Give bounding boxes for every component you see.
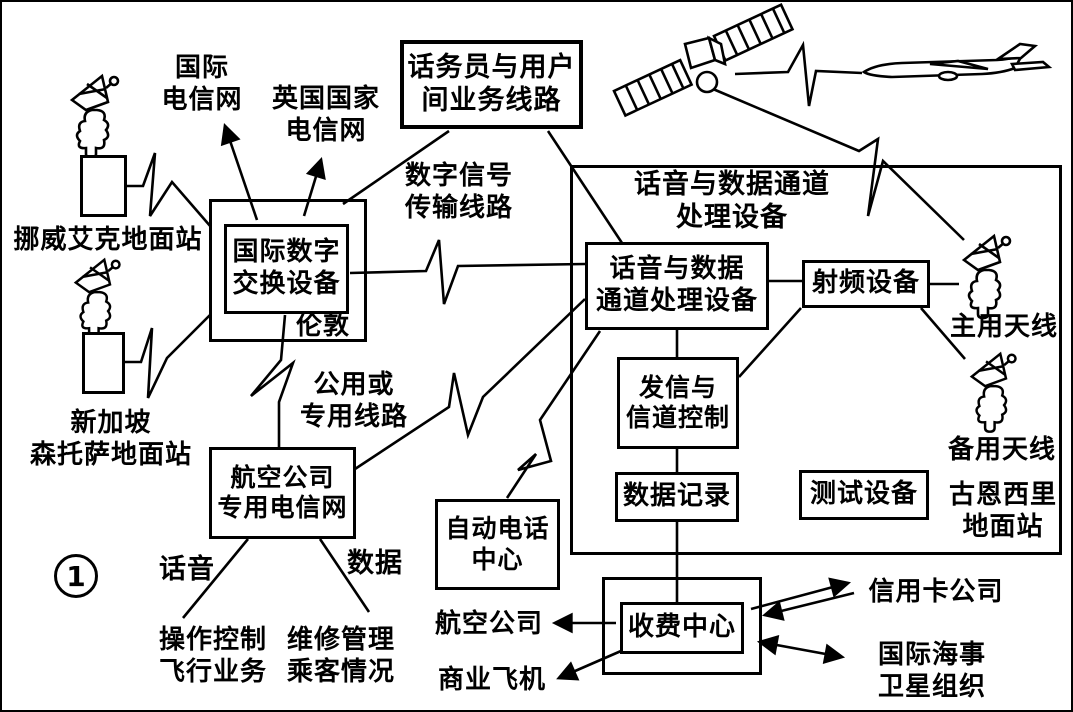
- billing-center-box: 收费中心: [620, 602, 744, 654]
- operator-user-line-box: 话务员与用户 间业务线路: [400, 40, 583, 129]
- norway-eik-station-label: 挪威艾克地面站: [13, 224, 203, 255]
- digital-signal-line-label: 数字信号 传输线路: [404, 160, 513, 223]
- phone-center-to-processor-line: [505, 330, 602, 499]
- singapore-satellite-dish-icon: [73, 257, 121, 339]
- inmarsat-label: 国际海事 卫星组织: [877, 639, 986, 702]
- satellite-icon: [612, 2, 795, 118]
- voice-data-channel-title: 话音与数据通道 处理设备: [634, 168, 830, 233]
- airline-to-maintenance-line: [318, 538, 371, 613]
- commercial-aircraft-label: 商业飞机: [437, 664, 546, 695]
- voice-data-processor-box: 话音与数据 通道处理设备: [585, 242, 769, 330]
- backup-antenna-icon: [969, 351, 1017, 433]
- airline-private-telecom-box: 航空公司 专用电信网: [209, 447, 356, 539]
- switch-to-airline-line: [250, 314, 296, 447]
- billing-inmarsat-arrow: [756, 634, 846, 665]
- backup-antenna-label: 备用天线: [947, 434, 1056, 465]
- operator-to-processor-line: [546, 130, 624, 244]
- satellite-to-antenna-link: [712, 87, 965, 241]
- uk-national-telecom-net-label: 英国国家 电信网: [271, 83, 380, 146]
- arrow-intl-telecom: [220, 123, 259, 221]
- creditcard-to-billing-arrow: [761, 591, 855, 621]
- arrow-uk-telecom: [302, 157, 326, 217]
- test-equipment-box: 测试设备: [799, 470, 929, 520]
- auto-phone-center-box: 自动电话 中心: [435, 499, 560, 590]
- operator-to-switch-line: [342, 129, 450, 206]
- satellite-to-airplane-link: [734, 40, 863, 107]
- main-antenna-icon: [961, 233, 1012, 320]
- intl-digital-switch-box: 国际数字 交换设备: [224, 224, 349, 314]
- london-label: 伦敦: [295, 311, 350, 342]
- data-label: 数据: [347, 548, 403, 580]
- intl-telecom-net-label: 国际 电信网: [161, 52, 243, 115]
- singapore-sentosa-station-label: 新加坡 森托萨地面站: [29, 407, 192, 470]
- figure-number-badge: 1: [54, 554, 98, 598]
- airline-label: 航空公司: [434, 608, 543, 639]
- transmit-channel-control-box: 发信与 信道控制: [617, 357, 739, 449]
- radio-link-singapore: [125, 314, 211, 399]
- voice-label: 话音: [159, 554, 215, 586]
- norway-station-box: [80, 155, 127, 217]
- airline-to-ops-line: [181, 538, 250, 619]
- billing-center-outer-box: [602, 577, 762, 675]
- data-recording-box: 数据记录: [615, 472, 739, 522]
- london-switch-outer-box: [209, 199, 367, 342]
- public-or-private-line-label: 公用或 专用线路: [300, 369, 409, 432]
- rf-equipment-box: 射频设备: [802, 260, 930, 308]
- airplane-icon: [861, 42, 1053, 82]
- rf-to-backup-antenna-line: [920, 307, 966, 360]
- credit-card-company-label: 信用卡公司: [868, 576, 1004, 607]
- norway-satellite-dish-icon: [69, 73, 120, 160]
- main-antenna-label: 主用天线: [949, 311, 1058, 342]
- singapore-station-box: [82, 332, 125, 394]
- rf-to-transmit-line: [738, 307, 802, 378]
- digital-transmission-line: [349, 239, 586, 305]
- radio-link-norway: [127, 152, 212, 228]
- airline-to-processor-line: [354, 298, 586, 471]
- ops-control-flight-label: 操作控制 飞行业务: [158, 624, 267, 687]
- goonhilly-station-label: 古恩西里 地面站: [948, 479, 1057, 542]
- goonhilly-ground-station-box: [570, 165, 1062, 555]
- billing-to-creditcard-arrow: [750, 577, 852, 611]
- billing-to-aircraft-arrow: [556, 649, 622, 681]
- maintenance-passenger-label: 维修管理 乘客情况: [286, 624, 395, 687]
